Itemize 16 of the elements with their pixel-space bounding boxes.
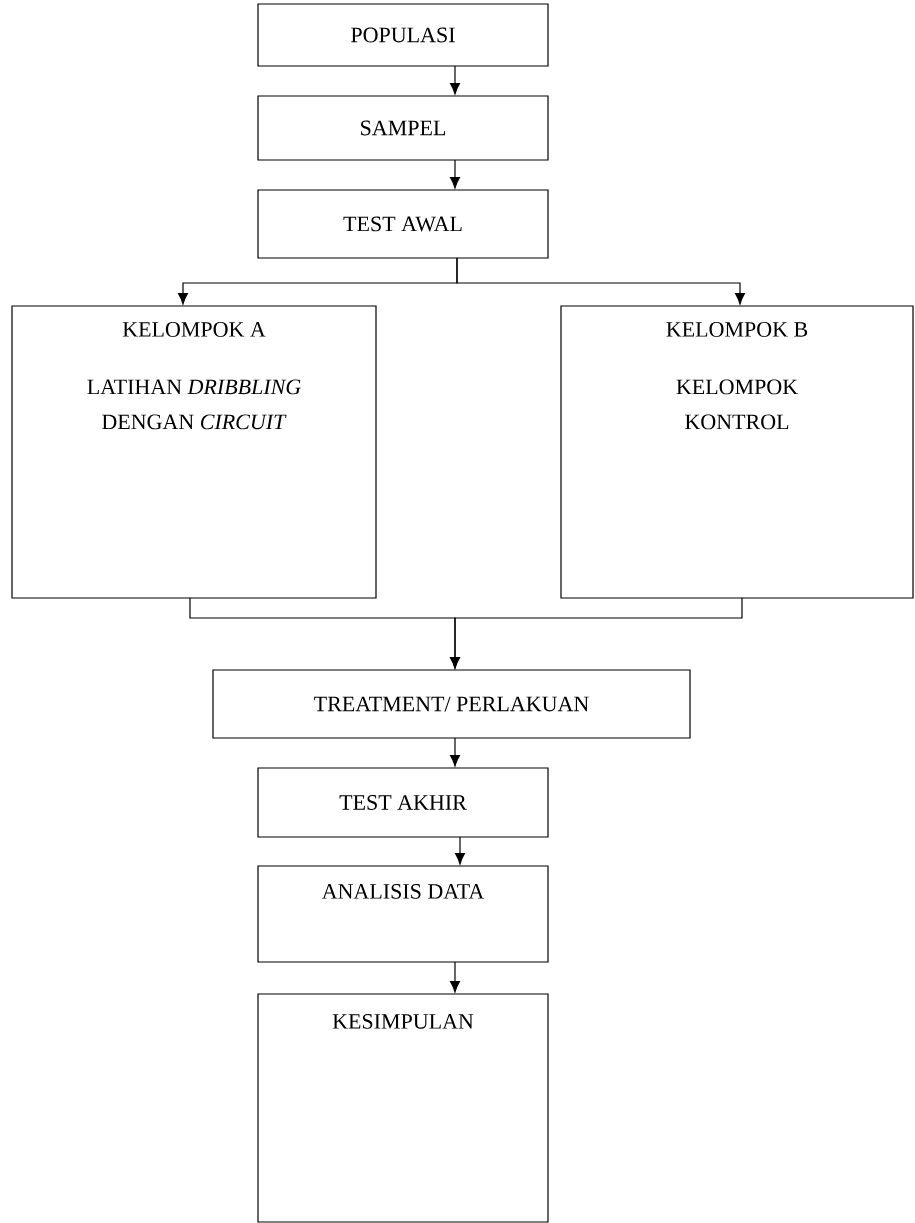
process-box: TEST AKHIR — [257, 767, 549, 838]
arrow — [450, 159, 460, 189]
process-box: KELOMPOK A LATIHAN DRIBBLING DENGAN CIRCUIT — [11, 305, 377, 599]
arrow — [450, 961, 460, 993]
process-box: TEST AWAL — [257, 189, 549, 259]
process-box: TREATMENT/ PERLAKUAN — [212, 669, 691, 739]
arrow — [450, 65, 460, 95]
arrow — [456, 257, 745, 305]
arrow — [450, 597, 743, 669]
arrow — [450, 737, 460, 767]
arrow — [455, 836, 465, 865]
process-box: KELOMPOK B KELOMPOK KONTROL — [560, 305, 914, 599]
process-box: SAMPEL — [257, 95, 549, 161]
process-box: KESIMPULAN — [257, 993, 549, 1223]
process-box: ANALISIS DATA — [257, 865, 549, 963]
process-box: POPULASI — [257, 3, 549, 67]
